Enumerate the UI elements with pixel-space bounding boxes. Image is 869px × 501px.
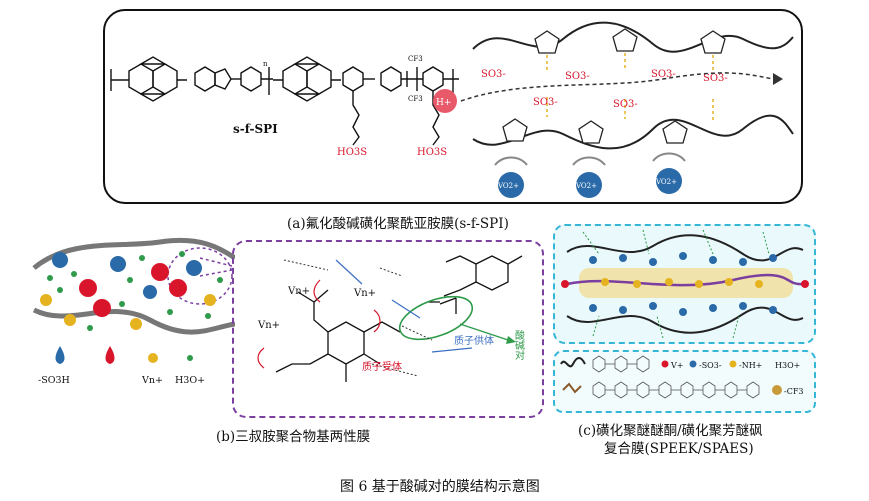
proton-ball — [433, 89, 457, 113]
legend-spaes-icon — [562, 382, 582, 394]
ionic-bonds — [546, 53, 714, 121]
ammonium-dots — [601, 278, 763, 288]
legend-nh-icon — [729, 360, 737, 368]
figure-caption: 图 6 基于酸碱对的膜结构示意图 — [340, 479, 540, 495]
vanadium-dots — [561, 280, 809, 288]
cf3-label-2: CF3 — [408, 95, 423, 103]
polymer-name: s-f-SPI — [233, 122, 278, 136]
ho3s-label-2: HO3S — [417, 147, 447, 158]
hydroxide-dots — [47, 251, 223, 331]
proton-transfer-arrows — [335, 259, 473, 353]
pair-arrow — [459, 323, 509, 341]
so3-label-1: SO3- — [481, 69, 506, 80]
panel-c-legend: V+ -SO3- -NH+ H3O+ -CF3 — [560, 355, 803, 399]
legend-hydroxide-icon — [187, 355, 193, 361]
legend-cf3-label: -CF3 — [784, 387, 803, 396]
legend-sulfonic-icon — [55, 346, 65, 364]
so3-label-4: SO3- — [533, 97, 558, 108]
legend-cf3-icon — [772, 385, 782, 395]
ho3s-label-1: HO3S — [337, 147, 367, 158]
legend-vplus-icon — [661, 360, 669, 368]
proton-donor-label: 质子供体 — [454, 334, 494, 347]
panel-a-frame — [103, 9, 803, 204]
legend-vplus-label: V+ — [670, 361, 683, 370]
vo2-label-3: VO2+ — [655, 178, 677, 186]
vo2-label-2: VO2+ — [575, 182, 597, 190]
legend-vanadium-icon — [148, 353, 158, 363]
proton-label: H+ — [436, 98, 451, 108]
caption-b: (b)三叔胺聚合物基两性膜 — [216, 429, 371, 445]
so3-label-6: SO3- — [703, 73, 728, 84]
n-subscript: n — [263, 60, 268, 68]
repulsion-curves — [257, 279, 381, 369]
vo2-label-1: VO2+ — [497, 182, 519, 190]
legend-spaes-structure — [592, 381, 760, 399]
so3-label-2: SO3- — [565, 71, 590, 82]
panel-a-diagram: n CF3 CF3 s-f-SPI HO3S HO3S SO3- SO3- SO… — [110, 21, 794, 198]
polymer-chains — [472, 21, 794, 150]
hydrogen-bonds — [283, 259, 433, 377]
proton-acceptor-label: 质子受体 — [362, 361, 402, 373]
legend-hydroxide-label: H3O+ — [175, 375, 205, 386]
legend-amine-icon — [105, 346, 115, 364]
legend-speek-structure — [592, 355, 650, 373]
proton-hops — [582, 229, 770, 339]
caption-c-line1: (c)磺化聚醚醚酮/磺化聚芳醚砜 — [578, 423, 763, 439]
spi-structure — [110, 56, 459, 146]
pair-arrow-head — [506, 336, 516, 344]
panel-b-chemistry: Vn+ Vn+ Vn+ 质子受体 质子供体 酸碱对 — [257, 255, 525, 382]
sulfonic-drops — [52, 252, 202, 299]
proton-pathway — [460, 72, 774, 102]
vanadium-ions — [498, 168, 682, 198]
acid-base-pair-label: 酸碱对 — [513, 329, 525, 360]
acid-base-pair-ring — [398, 295, 474, 341]
panel-c-structure — [561, 229, 809, 339]
legend-sulfonic-label: -SO3H — [38, 375, 70, 386]
amine-cations — [79, 263, 187, 317]
vn-label-3: Vn+ — [257, 320, 280, 331]
proton-arrow-head — [773, 73, 783, 85]
caption-a: (a)氟化酸碱磺化聚酰亚胺膜(s-f-SPI) — [287, 216, 509, 232]
legend-so3-icon — [689, 360, 697, 368]
vn-label-1: Vn+ — [287, 286, 310, 297]
panel-b-membrane-sketch: -SO3H Vn+ H3O+ — [32, 237, 235, 386]
so3-label-3: SO3- — [651, 69, 676, 80]
cf3-label-1: CF3 — [408, 55, 423, 63]
legend-h3o-label: H3O+ — [775, 361, 800, 370]
panel-c-legend-frame — [553, 350, 816, 413]
legend-so3-label: -SO3- — [699, 361, 722, 370]
legend-nh-label: -NH+ — [739, 361, 762, 370]
vanadium-balls — [40, 294, 216, 330]
legend-vanadium-label: Vn+ — [141, 375, 163, 386]
imidazolium-rings — [502, 28, 726, 144]
sulfonate-dots — [589, 252, 777, 316]
repulsion-arrows — [494, 152, 686, 166]
vn-label-2: Vn+ — [353, 288, 376, 299]
so3-label-5: SO3- — [613, 99, 638, 110]
triamine-structure — [275, 255, 523, 382]
legend-speek-icon — [560, 357, 586, 368]
caption-c-line2: 复合膜(SPEEK/SPAES) — [604, 441, 754, 457]
panel-b-frame — [232, 240, 544, 418]
